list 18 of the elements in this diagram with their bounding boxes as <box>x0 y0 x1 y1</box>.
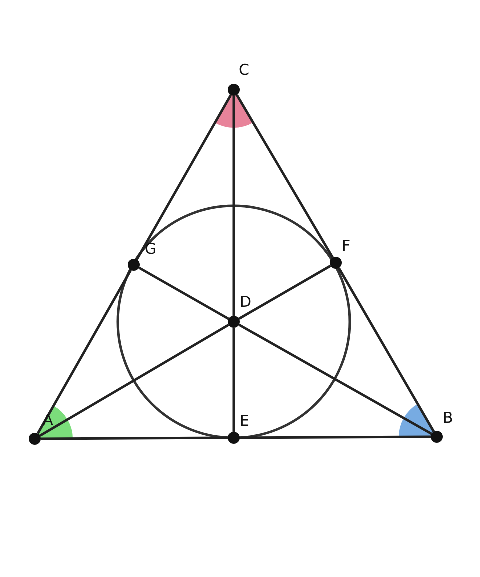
point-label: C <box>239 62 250 78</box>
point-label: G <box>145 241 157 257</box>
line-segment <box>232 96 236 316</box>
line-segment <box>40 324 230 438</box>
line-segment <box>238 324 432 436</box>
line-segment <box>240 436 431 440</box>
line-segment <box>36 270 132 434</box>
line-segment <box>236 94 334 258</box>
line-segment <box>41 436 228 440</box>
line-segment <box>338 268 436 432</box>
line-segment <box>232 328 236 432</box>
line-segment <box>238 264 332 320</box>
point-label: E <box>240 413 250 429</box>
line-segment <box>138 266 230 320</box>
point-label: F <box>342 238 351 254</box>
line-segment <box>136 94 232 260</box>
point-label: D <box>240 294 252 310</box>
point-label: B <box>443 410 454 426</box>
